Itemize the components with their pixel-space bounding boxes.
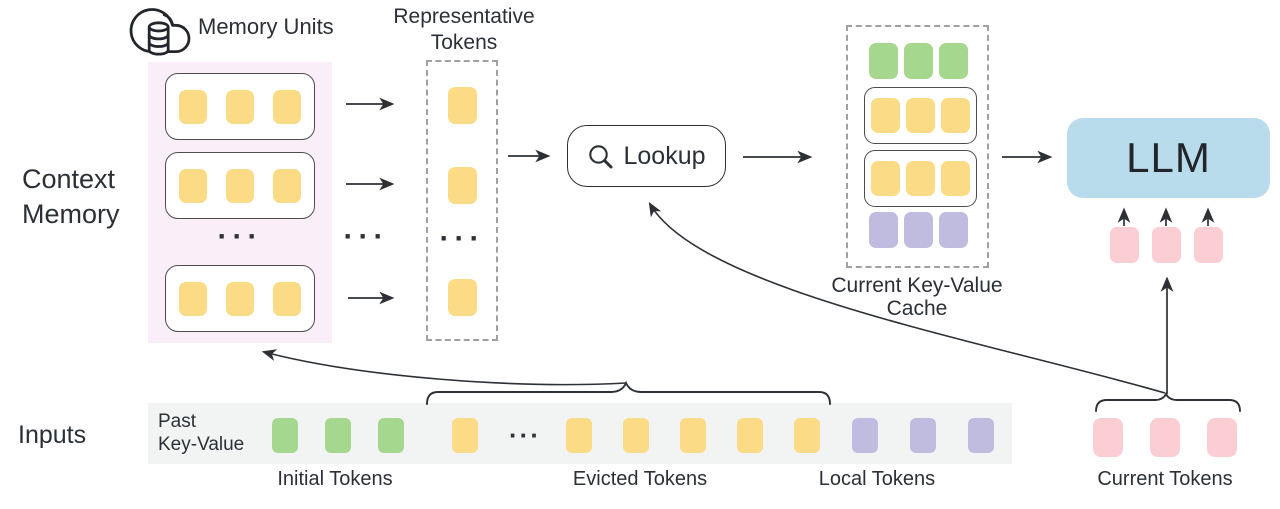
token-purple: [939, 212, 968, 248]
memory-cloud-icon: [128, 0, 192, 63]
curve-evicted-to-memory: [261, 349, 627, 386]
token-purple: [968, 418, 994, 453]
lookup-button: Lookup: [567, 125, 726, 187]
evicted-tokens-brace: [426, 380, 831, 405]
representative-tokens-box: ···: [426, 60, 498, 341]
token-yellow: [226, 89, 254, 124]
memory-unit-tokens: [179, 89, 301, 124]
current-tokens-caption: Current Tokens: [1097, 468, 1233, 490]
local-tokens-caption: Local Tokens: [818, 468, 936, 490]
token-yellow: [273, 89, 301, 124]
token-yellow: [623, 418, 649, 453]
token-yellow: [226, 168, 254, 203]
token-yellow: [737, 418, 763, 453]
token-green: [904, 43, 933, 79]
evicted-token: [452, 418, 478, 453]
initial-tokens-group: [272, 418, 404, 453]
token-yellow: [941, 161, 970, 196]
token-yellow: [448, 87, 477, 124]
local-tokens-group: [852, 418, 994, 453]
memory-unit-tokens: [179, 281, 301, 316]
token-yellow: [906, 98, 935, 133]
token-yellow: [273, 168, 301, 203]
token-yellow: [794, 418, 820, 453]
between-ellipsis: ···: [343, 220, 389, 253]
memory-unit: [165, 73, 315, 140]
token-yellow: [871, 161, 900, 196]
token-yellow: [273, 281, 301, 316]
token-green: [378, 418, 404, 453]
token-green: [939, 43, 968, 79]
token-yellow: [906, 161, 935, 196]
token-purple: [852, 418, 878, 453]
token-yellow: [179, 89, 207, 124]
token-yellow: [179, 281, 207, 316]
token-green: [325, 418, 351, 453]
token-yellow: [448, 279, 477, 316]
token-pink: [1194, 227, 1223, 263]
memory-units-label: Memory Units: [198, 14, 334, 39]
inputs-label: Inputs: [18, 421, 87, 449]
token-yellow: [941, 98, 970, 133]
evicted-ellipsis: ···: [509, 420, 541, 450]
token-purple: [904, 212, 933, 248]
memory-unit: [165, 265, 315, 332]
current-tokens-group: [1093, 418, 1237, 457]
context-memory-label: Context Memory: [22, 164, 120, 229]
memory-ellipsis: ···: [217, 220, 263, 253]
token-yellow: [179, 168, 207, 203]
token-pink: [1110, 227, 1139, 263]
representative-ellipsis: ···: [439, 222, 485, 255]
evicted-tokens-caption: Evicted Tokens: [572, 468, 708, 490]
token-green: [869, 43, 898, 79]
current-tokens-brace: [1095, 391, 1241, 412]
token-yellow: [448, 167, 477, 204]
current-kv-cache-box: [846, 25, 989, 268]
token-yellow: [566, 418, 592, 453]
cache-local-tokens: [869, 212, 968, 248]
evicted-tokens-group: ···: [452, 418, 820, 453]
representative-token: [448, 167, 477, 204]
token-pink: [1150, 418, 1180, 457]
cache-initial-tokens: [869, 43, 968, 79]
representative-token: [448, 279, 477, 316]
current-kv-cache-label: Current Key-Value Cache: [831, 274, 1003, 320]
representative-token: [448, 87, 477, 124]
cache-memory-unit: [864, 87, 977, 144]
initial-tokens-caption: Initial Tokens: [277, 468, 393, 490]
memory-unit-tokens: [179, 168, 301, 203]
llm-label: LLM: [1126, 134, 1211, 181]
token-yellow: [452, 418, 478, 453]
token-pink: [1093, 418, 1123, 457]
token-green: [272, 418, 298, 453]
memory-unit: [165, 152, 315, 219]
token-yellow: [680, 418, 706, 453]
token-yellow: [226, 281, 254, 316]
representative-tokens-label: Representative Tokens: [393, 5, 535, 54]
lookup-label: Lookup: [623, 141, 706, 170]
past-key-value-bar: Past Key-Value ···: [148, 403, 1012, 464]
token-pink: [1207, 418, 1237, 457]
token-yellow: [871, 98, 900, 133]
past-key-value-label: Past Key-Value: [158, 411, 245, 455]
token-pink: [1152, 227, 1181, 263]
token-purple: [869, 212, 898, 248]
evicted-tokens: [566, 418, 820, 453]
cache-unit-tokens: [871, 98, 970, 133]
magnifier-icon: [587, 143, 614, 170]
llm-input-tokens: [1110, 227, 1223, 263]
cache-unit-tokens: [871, 161, 970, 196]
token-purple: [910, 418, 936, 453]
llm-box: LLM: [1067, 118, 1270, 198]
cache-memory-unit: [864, 150, 977, 207]
context-memory-panel: ···: [148, 62, 332, 343]
